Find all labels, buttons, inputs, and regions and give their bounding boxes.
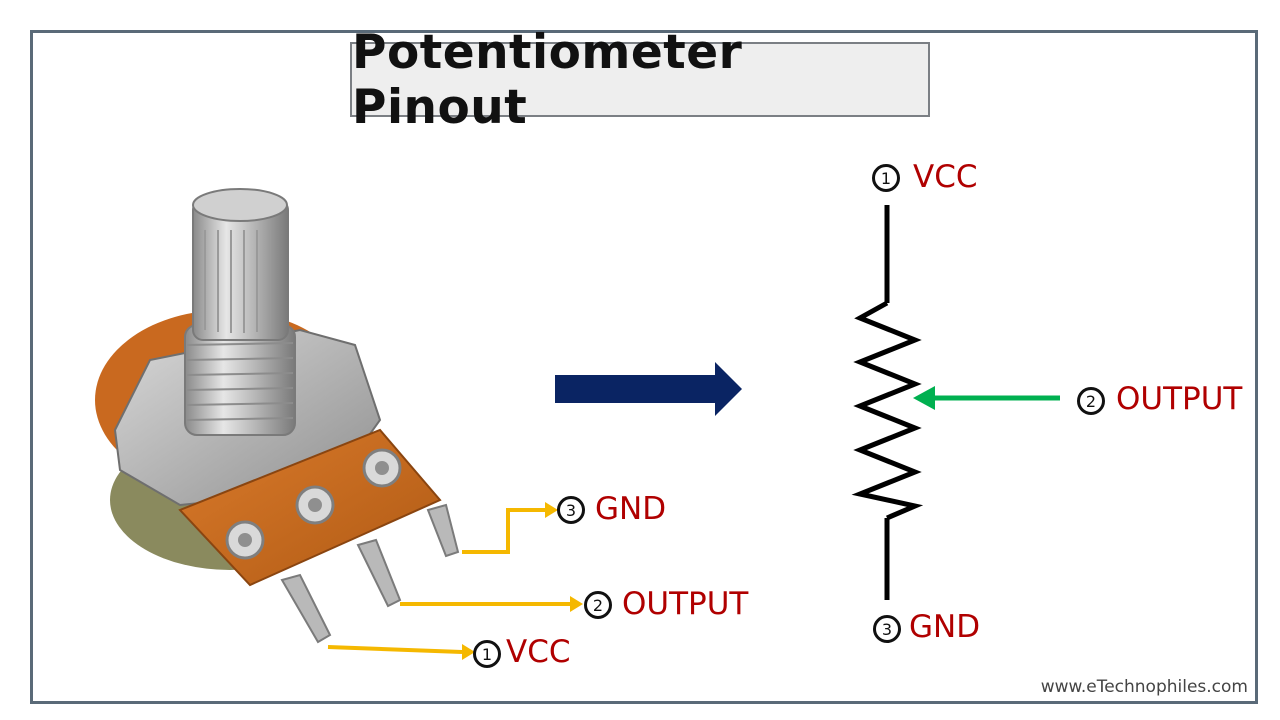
page-title: Potentiometer Pinout — [352, 24, 743, 135]
photo-pin-2-number: 2 — [584, 591, 612, 619]
leader-vcc — [327, 645, 463, 654]
schematic-pin-3-number: 3 — [873, 615, 901, 643]
schematic-pin-3-label: GND — [909, 609, 981, 645]
pot-leg-1 — [280, 573, 332, 644]
leader-output-arrowhead — [570, 596, 583, 612]
schematic-pin-2-label: OUTPUT — [1116, 381, 1243, 417]
pot-leg-3 — [426, 503, 460, 558]
potentiometer-illustration — [95, 188, 460, 644]
pot-legs — [280, 503, 460, 644]
leader-vcc-arrowhead — [462, 644, 475, 660]
photo-pin-1-label: VCC — [506, 634, 571, 670]
pot-shaft-top — [192, 188, 288, 222]
photo-pin-1-number: 1 — [473, 640, 501, 668]
schematic-zigzag — [851, 300, 924, 521]
pot-leg-2 — [356, 538, 402, 608]
pot-thread-lines — [186, 342, 294, 421]
photo-pin-3-number: 3 — [557, 496, 585, 524]
leader-gnd-arrowhead — [545, 502, 558, 518]
photo-leader-lines — [327, 508, 570, 654]
schematic-pin-1-number: 1 — [872, 164, 900, 192]
direction-arrow — [555, 362, 742, 416]
photo-pin-2-label: OUTPUT — [622, 586, 749, 622]
schematic-pin-2-number: 2 — [1077, 387, 1105, 415]
watermark: www.eTechnophiles.com — [1040, 677, 1248, 697]
leader-gnd — [462, 508, 545, 554]
wiper-arrowhead — [913, 386, 935, 410]
photo-pin-3-label: GND — [595, 491, 667, 527]
schematic-pin-1-label: VCC — [913, 159, 978, 195]
pot-pad-holes — [238, 461, 389, 547]
title-box: Potentiometer Pinout — [350, 25, 930, 135]
photo-leader-arrowheads — [462, 502, 583, 660]
pot-knurl-lines — [204, 230, 271, 333]
diagram-frame — [30, 30, 1258, 704]
schematic-resistor — [851, 205, 924, 600]
